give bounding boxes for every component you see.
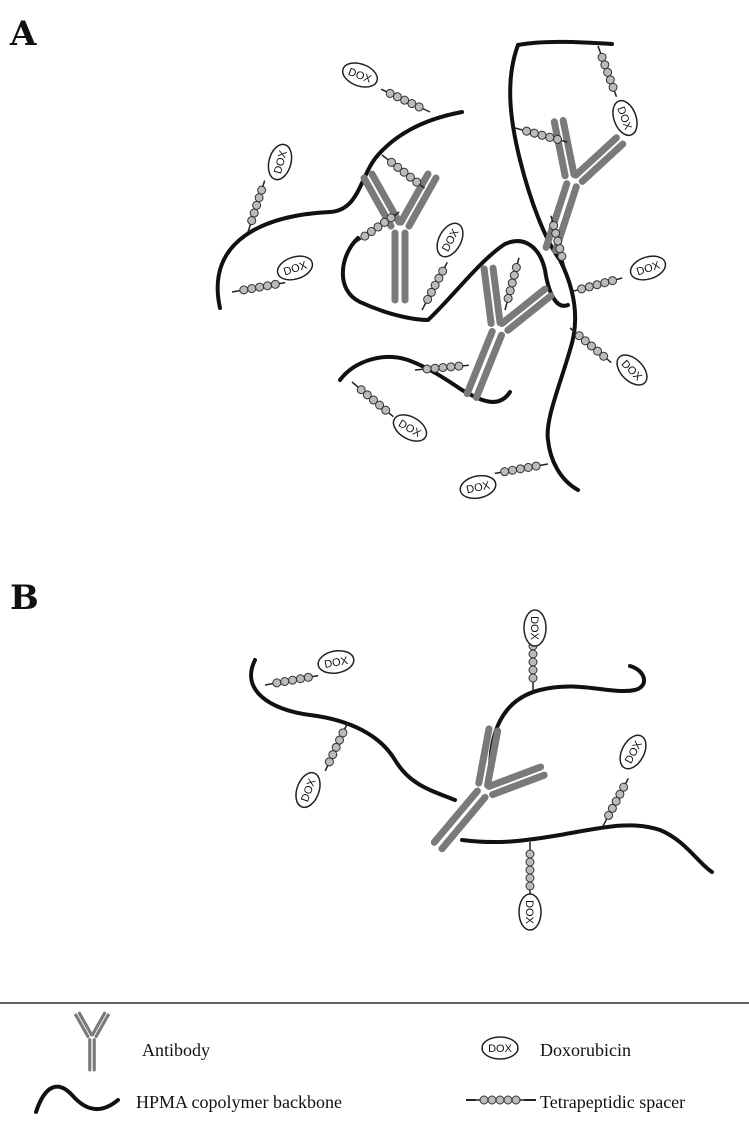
legend-antibody-symbol (76, 1013, 108, 1070)
panel-a-label: A (10, 14, 36, 54)
legend-antibody-label: Antibody (142, 1040, 210, 1061)
legend-spacer-symbol (466, 1096, 536, 1104)
legend-doxorubicin-label: Doxorubicin (540, 1040, 631, 1061)
dox-label: DOX (523, 900, 535, 925)
panel-b-label: B (10, 578, 39, 618)
panel-b-spacers (264, 636, 632, 896)
legend-backbone-symbol (36, 1087, 118, 1112)
dox-label: DOX (488, 1043, 513, 1055)
panel-b-antibodies (411, 726, 547, 869)
legend-backbone-label: HPMA copolymer backbone (136, 1092, 342, 1113)
legend-dox-symbol: DOX (482, 1037, 518, 1059)
panel-b: DOX DOX DOX DOX DOX (251, 610, 712, 930)
legend-spacer-label: Tetrapeptidic spacer (540, 1092, 685, 1113)
panel-a-antibodies (364, 118, 624, 409)
panel-b-dox-molecules: DOX DOX DOX DOX DOX (292, 610, 652, 930)
panel-a: DOX DOX DOX DOX DOX DOX DOX DOX DOX (218, 42, 669, 502)
dox-label: DOX (528, 616, 540, 641)
